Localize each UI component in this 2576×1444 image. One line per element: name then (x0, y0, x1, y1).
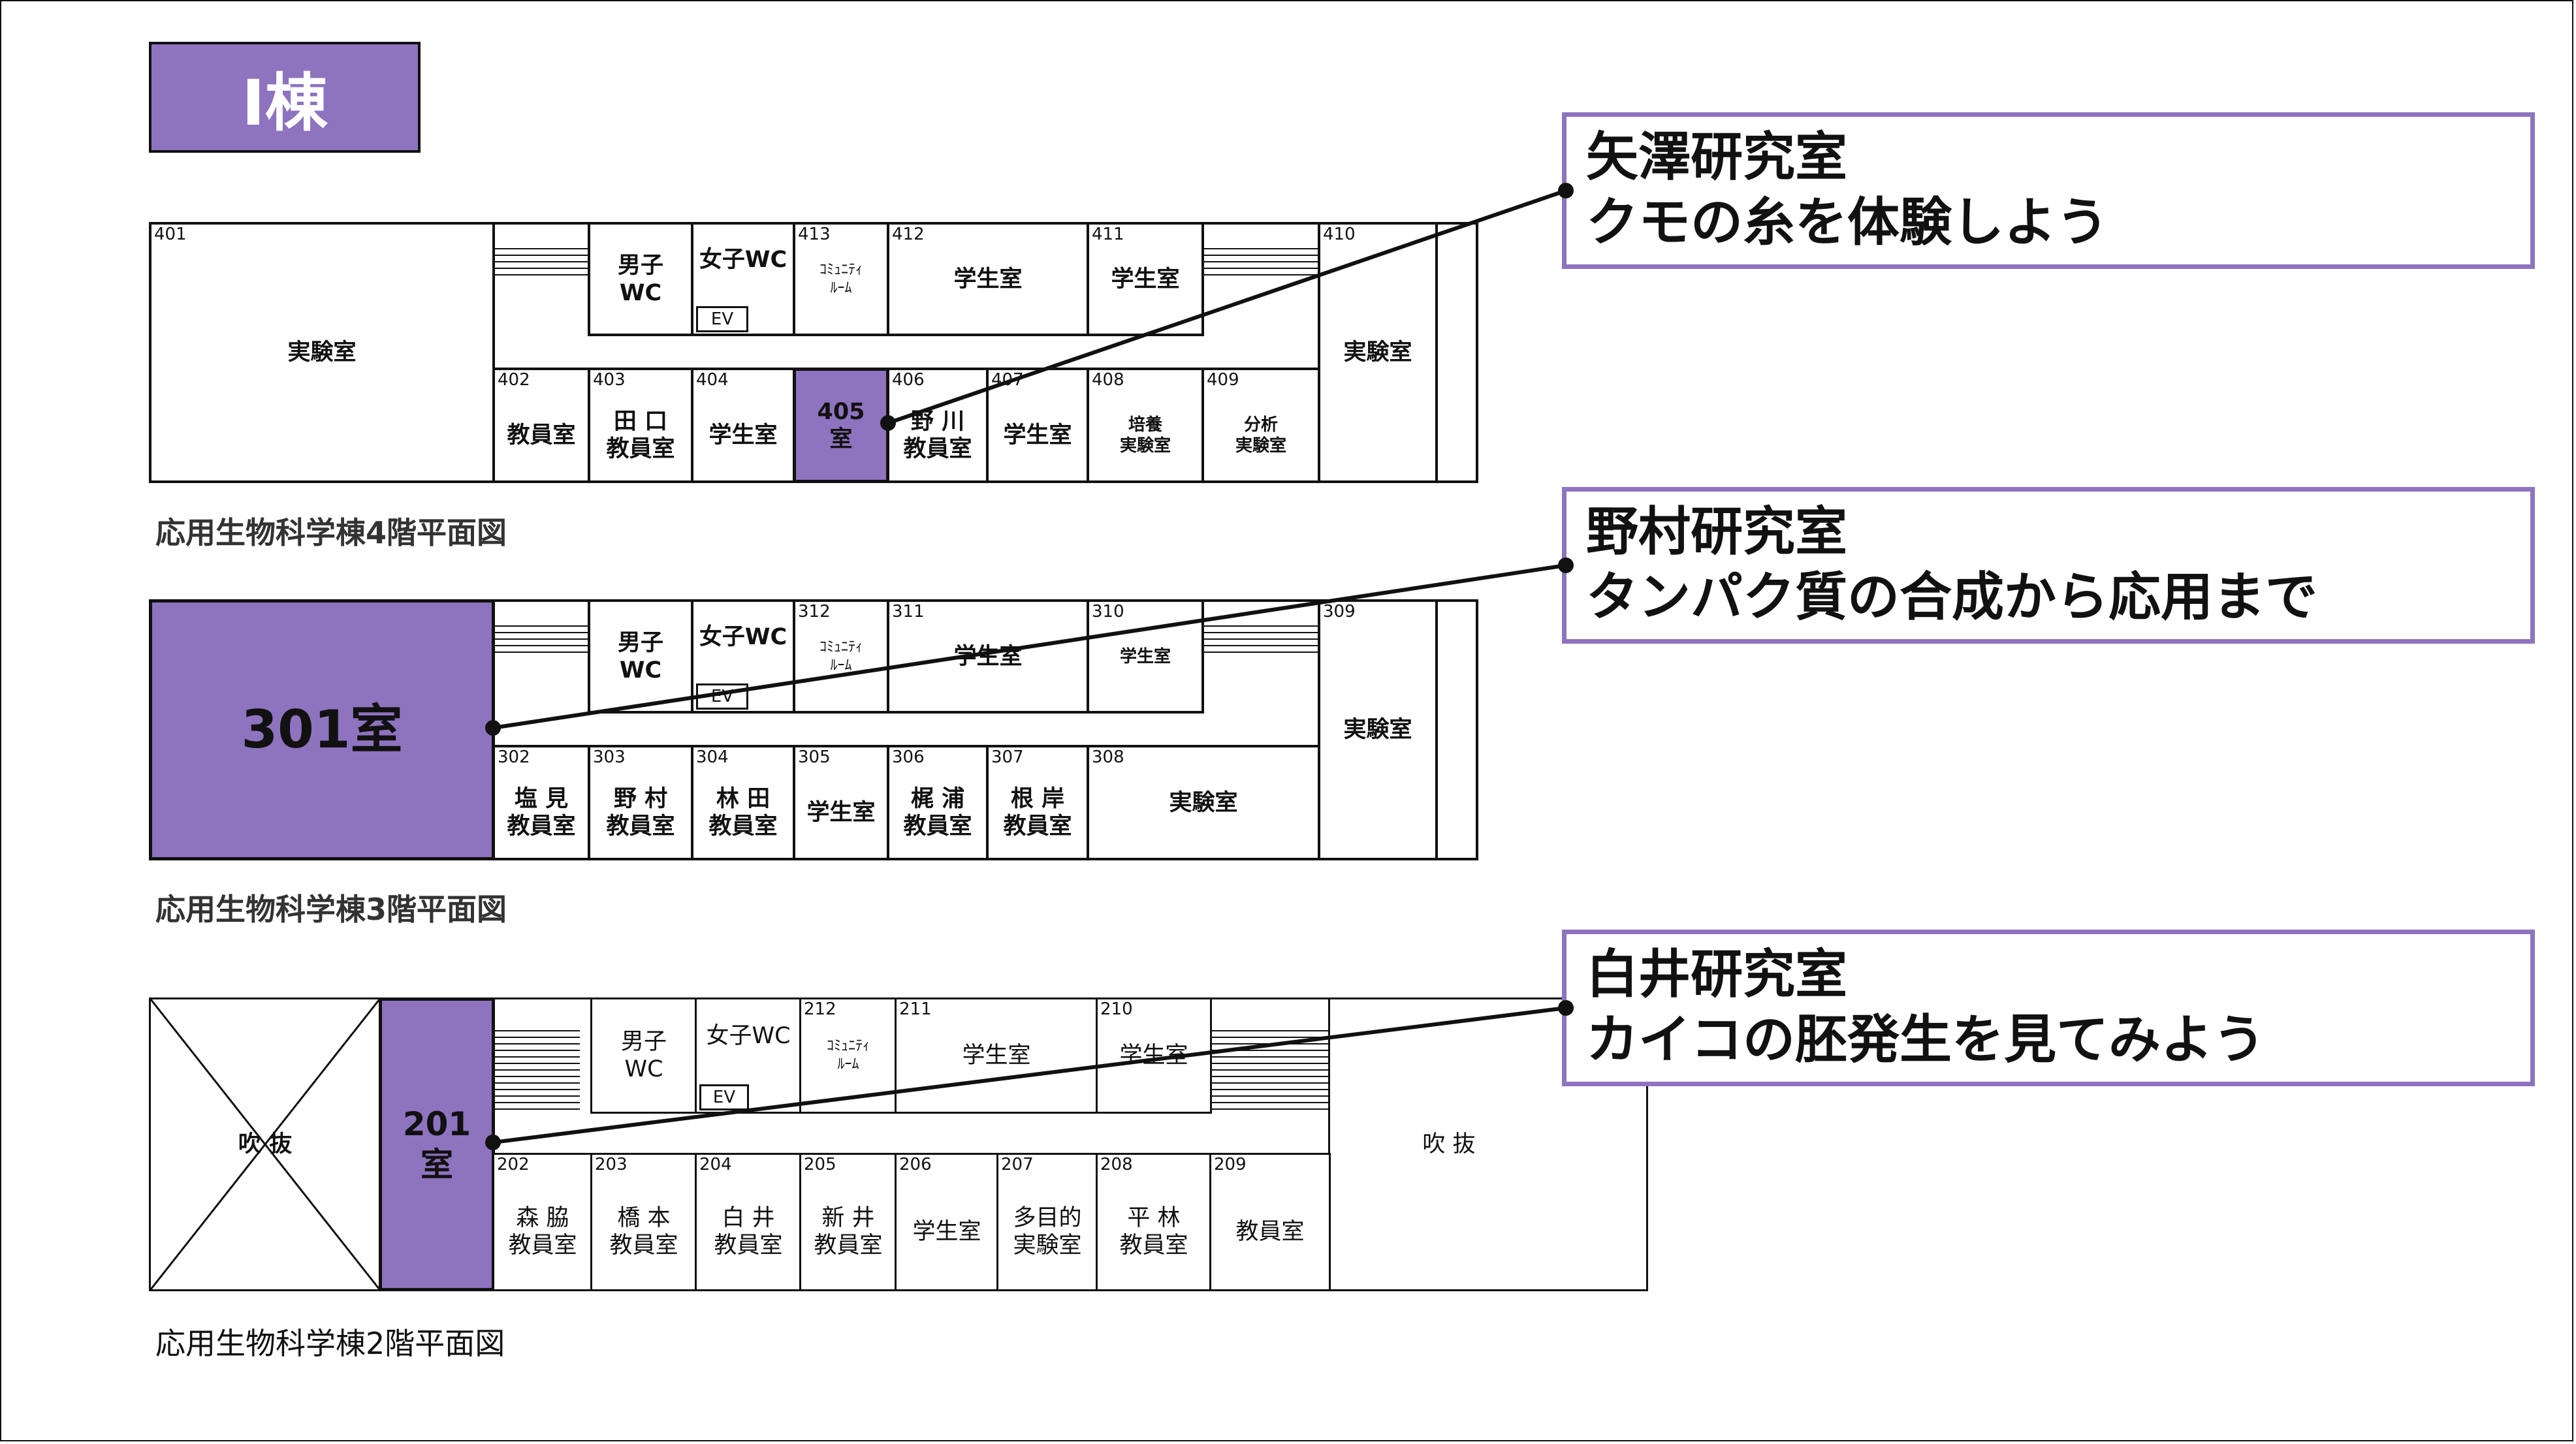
connector-201-shirai (492, 1006, 1566, 1144)
lab-name: 白井研究室 (1586, 944, 1847, 1005)
lab-description: クモの糸を体験しよう (1586, 192, 2108, 253)
room-201-highlight: 201 室 (379, 997, 495, 1291)
stairs-left (495, 248, 590, 281)
room-408: 408 培養 実験室 (1087, 368, 1204, 483)
room-210: 210 学生室 (1096, 997, 1212, 1114)
atrium-cross (151, 999, 379, 1289)
elevator: EV (696, 306, 748, 332)
room-402: 402 教員室 (492, 368, 590, 483)
stairs-right (1204, 248, 1320, 281)
connector-dot (485, 1135, 501, 1150)
connector-dot (1558, 183, 1574, 198)
stairs-right (1204, 625, 1320, 658)
room-301-highlight: 301室 (149, 599, 495, 860)
room-411: 411 学生室 (1087, 222, 1204, 336)
connector-dot (1558, 1000, 1574, 1016)
lab-name: 矢澤研究室 (1586, 127, 1847, 187)
connector-405-yazawa (887, 189, 1566, 425)
callout-shirai-lab: 白井研究室 カイコの胚発生を見てみよう (1562, 930, 2535, 1086)
connector-dot (880, 415, 896, 431)
lab-description: カイコの胚発生を見てみよう (1586, 1009, 2265, 1070)
room-207: 207 多目的 実験室 (996, 1153, 1098, 1291)
room-409: 409 分析 実験室 (1201, 368, 1320, 483)
room-women-wc: 女子WC EV (695, 997, 802, 1114)
floor2-caption: 応用生物科学棟2階平面図 (155, 1326, 505, 1361)
room-410: 410 実験室 (1318, 222, 1438, 483)
stairs-left (495, 625, 590, 658)
connector-301-nomura (492, 563, 1566, 730)
floor4-caption: 応用生物科学棟4階平面図 (155, 515, 507, 550)
callout-nomura-lab: 野村研究室 タンパク質の合成から応用まで (1562, 487, 2535, 644)
building-label: I棟 (149, 42, 421, 153)
room-203: 203 橋 本 教員室 (590, 1153, 697, 1291)
room-405-highlight: 405 室 (793, 368, 889, 483)
room-306: 306 梶 浦 教員室 (887, 745, 989, 860)
room-209: 209 教員室 (1209, 1153, 1331, 1291)
room-413: 413 ｺﾐｭﾆﾃｨ ﾙｰﾑ (793, 222, 889, 336)
room-311: 311 学生室 (887, 599, 1089, 714)
connector-dot (485, 720, 501, 736)
room-309: 309 実験室 (1318, 599, 1438, 860)
floor3-caption: 応用生物科学棟3階平面図 (155, 892, 507, 927)
room-308: 308 実験室 (1087, 745, 1320, 860)
floor2-plan: 吹 抜 201 室 男子 WC 女子WC EV 212 ｺﾐｭﾆﾃｨ ﾙｰﾑ 2… (149, 997, 1648, 1291)
room-401: 401 実験室 (149, 222, 495, 483)
room-men-wc: 男子 WC (590, 997, 697, 1114)
elevator: EV (699, 1084, 749, 1110)
room-303: 303 野 村 教員室 (588, 745, 693, 860)
connector-dot (1558, 557, 1574, 573)
lab-description: タンパク質の合成から応用まで (1586, 567, 2317, 627)
floor3-plan: 301室 男子 WC 女子WC EV 312 ｺﾐｭﾆﾃｨ ﾙｰﾑ 311 学生… (149, 599, 1491, 860)
room-302: 302 塩 見 教員室 (492, 745, 590, 860)
room-211: 211 学生室 (895, 997, 1098, 1114)
room-202: 202 森 脇 教員室 (492, 1153, 593, 1291)
floor4-plan: 401 実験室 男子 WC 女子WC EV 413 ｺﾐｭﾆﾃｨ ﾙｰﾑ 412… (149, 222, 1491, 483)
room-310: 310 学生室 (1087, 599, 1204, 714)
room-205: 205 新 井 教員室 (799, 1153, 897, 1291)
callout-yazawa-lab: 矢澤研究室 クモの糸を体験しよう (1562, 112, 2535, 269)
room-men-wc: 男子 WC (588, 222, 693, 336)
stairs-left (495, 1030, 580, 1112)
room-404: 404 学生室 (691, 368, 795, 483)
room-403: 403 田 口 教員室 (588, 368, 693, 483)
room-305: 305 学生室 (793, 745, 889, 860)
room-312: 312 ｺﾐｭﾆﾃｨ ﾙｰﾑ (793, 599, 889, 714)
lab-name: 野村研究室 (1586, 501, 1847, 562)
room-women-wc: 女子WC EV (691, 222, 795, 336)
atrium-left: 吹 抜 (149, 997, 381, 1291)
room-206: 206 学生室 (895, 1153, 999, 1291)
